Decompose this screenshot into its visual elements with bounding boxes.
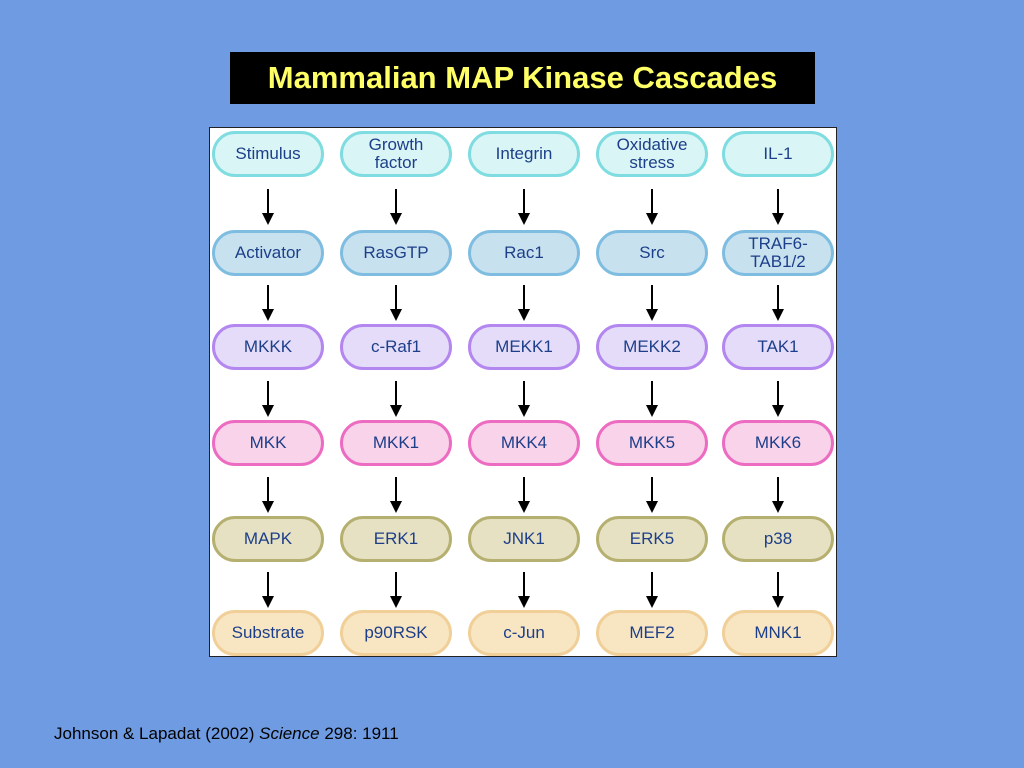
node-mapk: MAPK	[212, 516, 324, 562]
node-rasgtp: RasGTP	[340, 230, 452, 276]
cascade-column-erk5: Oxidative stress Src MEKK2 MKK5 ERK5 MEF…	[596, 128, 708, 656]
node-jnk1: JNK1	[468, 516, 580, 562]
node-mkk: MKK	[212, 420, 324, 466]
node-src: Src	[596, 230, 708, 276]
citation-authors: Johnson & Lapadat (2002)	[54, 724, 255, 743]
cascade-column-jnk1: Integrin Rac1 MEKK1 MKK4 JNK1 c-Jun	[468, 128, 580, 656]
node-mkk4: MKK4	[468, 420, 580, 466]
node-c-raf1: c-Raf1	[340, 324, 452, 370]
node-integrin: Integrin	[468, 131, 580, 177]
citation-journal: Science	[259, 724, 320, 743]
node-tak1: TAK1	[722, 324, 834, 370]
slide-title: Mammalian MAP Kinase Cascades	[267, 60, 778, 95]
node-mnk1: MNK1	[722, 610, 834, 656]
cascade-column-p38: IL-1 TRAF6- TAB1/2 TAK1 MKK6 p38 MNK1	[722, 128, 834, 656]
slide-title-box: Mammalian MAP Kinase Cascades	[230, 52, 815, 104]
node-mkk6: MKK6	[722, 420, 834, 466]
cascade-diagram: Stimulus Activator MKKK MKK MAPK Substra…	[209, 127, 837, 657]
citation: Johnson & Lapadat (2002) Science 298: 19…	[54, 724, 399, 744]
node-p90rsk: p90RSK	[340, 610, 452, 656]
node-mef2: MEF2	[596, 610, 708, 656]
node-activator: Activator	[212, 230, 324, 276]
node-mekk2: MEKK2	[596, 324, 708, 370]
node-il-1: IL-1	[722, 131, 834, 177]
node-oxidative-stress: Oxidative stress	[596, 131, 708, 177]
node-mkk5: MKK5	[596, 420, 708, 466]
node-c-jun: c-Jun	[468, 610, 580, 656]
node-mekk1: MEKK1	[468, 324, 580, 370]
node-erk5: ERK5	[596, 516, 708, 562]
node-mkkk: MKKK	[212, 324, 324, 370]
cascade-column-erk1: Growth factor RasGTP c-Raf1 MKK1 ERK1 p9…	[340, 128, 452, 656]
node-p38: p38	[722, 516, 834, 562]
node-growth-factor: Growth factor	[340, 131, 452, 177]
node-traf6-tab12: TRAF6- TAB1/2	[722, 230, 834, 276]
node-erk1: ERK1	[340, 516, 452, 562]
node-mkk1: MKK1	[340, 420, 452, 466]
node-stimulus: Stimulus	[212, 131, 324, 177]
citation-ref: 298: 1911	[324, 724, 399, 743]
node-rac1: Rac1	[468, 230, 580, 276]
node-substrate: Substrate	[212, 610, 324, 656]
cascade-column-generic: Stimulus Activator MKKK MKK MAPK Substra…	[212, 128, 324, 656]
